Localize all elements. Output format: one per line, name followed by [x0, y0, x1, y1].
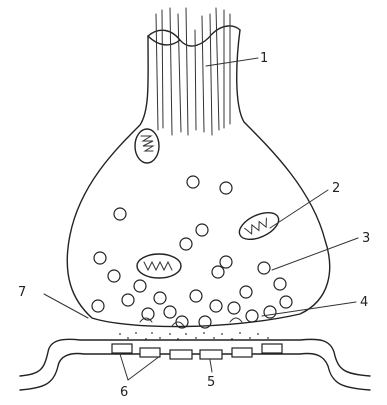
- postsynaptic-membrane-inner: [20, 354, 370, 391]
- label-2: 2: [332, 181, 340, 196]
- label-1: 1: [260, 51, 268, 66]
- neurotransmitter-dots: [119, 332, 269, 340]
- postsynaptic-membrane: [20, 339, 370, 376]
- label-5: 5: [207, 375, 215, 390]
- presynaptic-membrane: [67, 30, 329, 327]
- leader-lines: [44, 58, 358, 380]
- label-7: 7: [18, 285, 26, 300]
- neurofibrils: [156, 8, 230, 135]
- label-6: 6: [120, 385, 128, 400]
- receptor-blocks: [112, 344, 282, 359]
- label-4: 4: [360, 295, 368, 310]
- synaptic-vesicles: [92, 176, 292, 328]
- mitochondria: [135, 129, 283, 278]
- label-3: 3: [362, 231, 370, 246]
